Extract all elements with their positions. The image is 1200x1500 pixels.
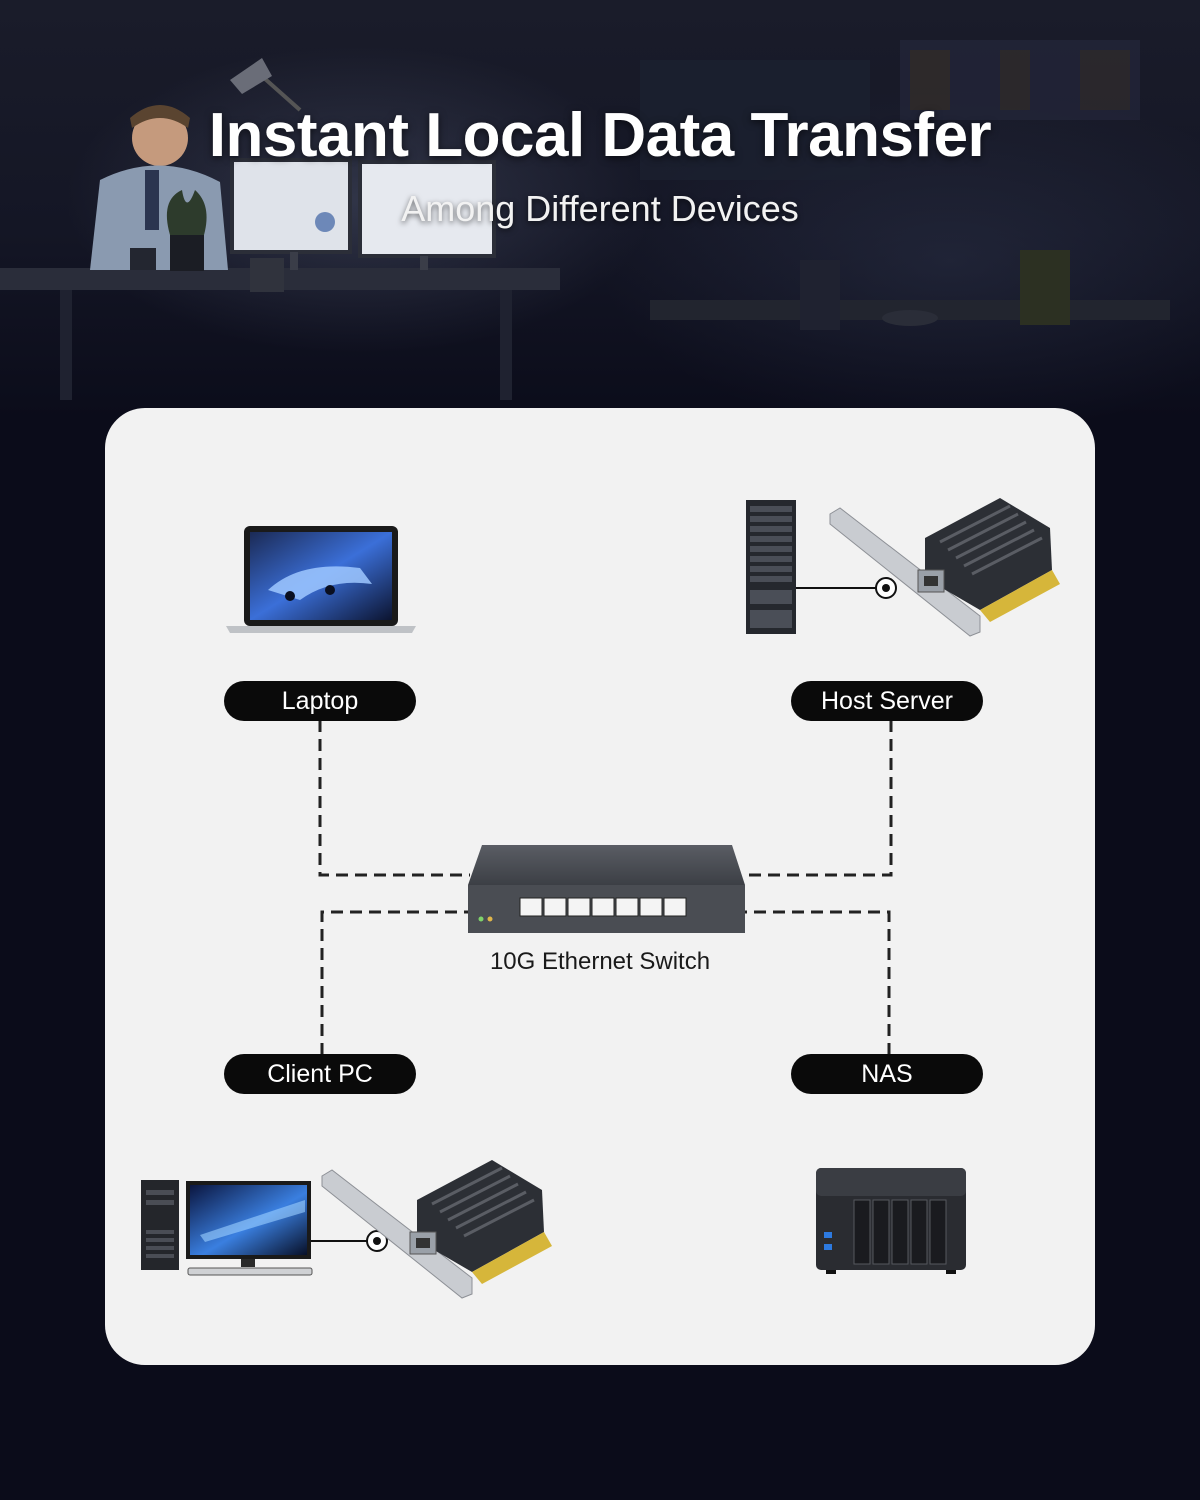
laptop-connection [318,720,470,877]
subheadline: Among Different Devices [401,188,799,229]
client-pc-label: Client PC [224,1054,416,1094]
office-background [0,0,1200,420]
nas-connection [745,910,891,1055]
office-scene-illustration [0,40,1170,400]
host-server-connection [745,720,893,877]
network-card-icon [829,498,1060,637]
nas-label: NAS [791,1054,983,1094]
monitor-icon [186,1181,313,1276]
laptop-label: Laptop [224,681,416,721]
server-rack-icon [746,500,796,634]
ethernet-switch-icon [468,845,745,933]
connection-lines [318,720,893,1055]
desktop-tower-icon [141,1180,179,1270]
client-pc-connection [320,910,470,1055]
headline: Instant Local Data Transfer [208,101,992,170]
laptop-icon [226,526,416,633]
nas-device-icon [816,1168,966,1274]
network-card-icon [321,1160,552,1299]
host-server-label: Host Server [791,681,983,721]
switch-label: 10G Ethernet Switch [489,948,711,975]
